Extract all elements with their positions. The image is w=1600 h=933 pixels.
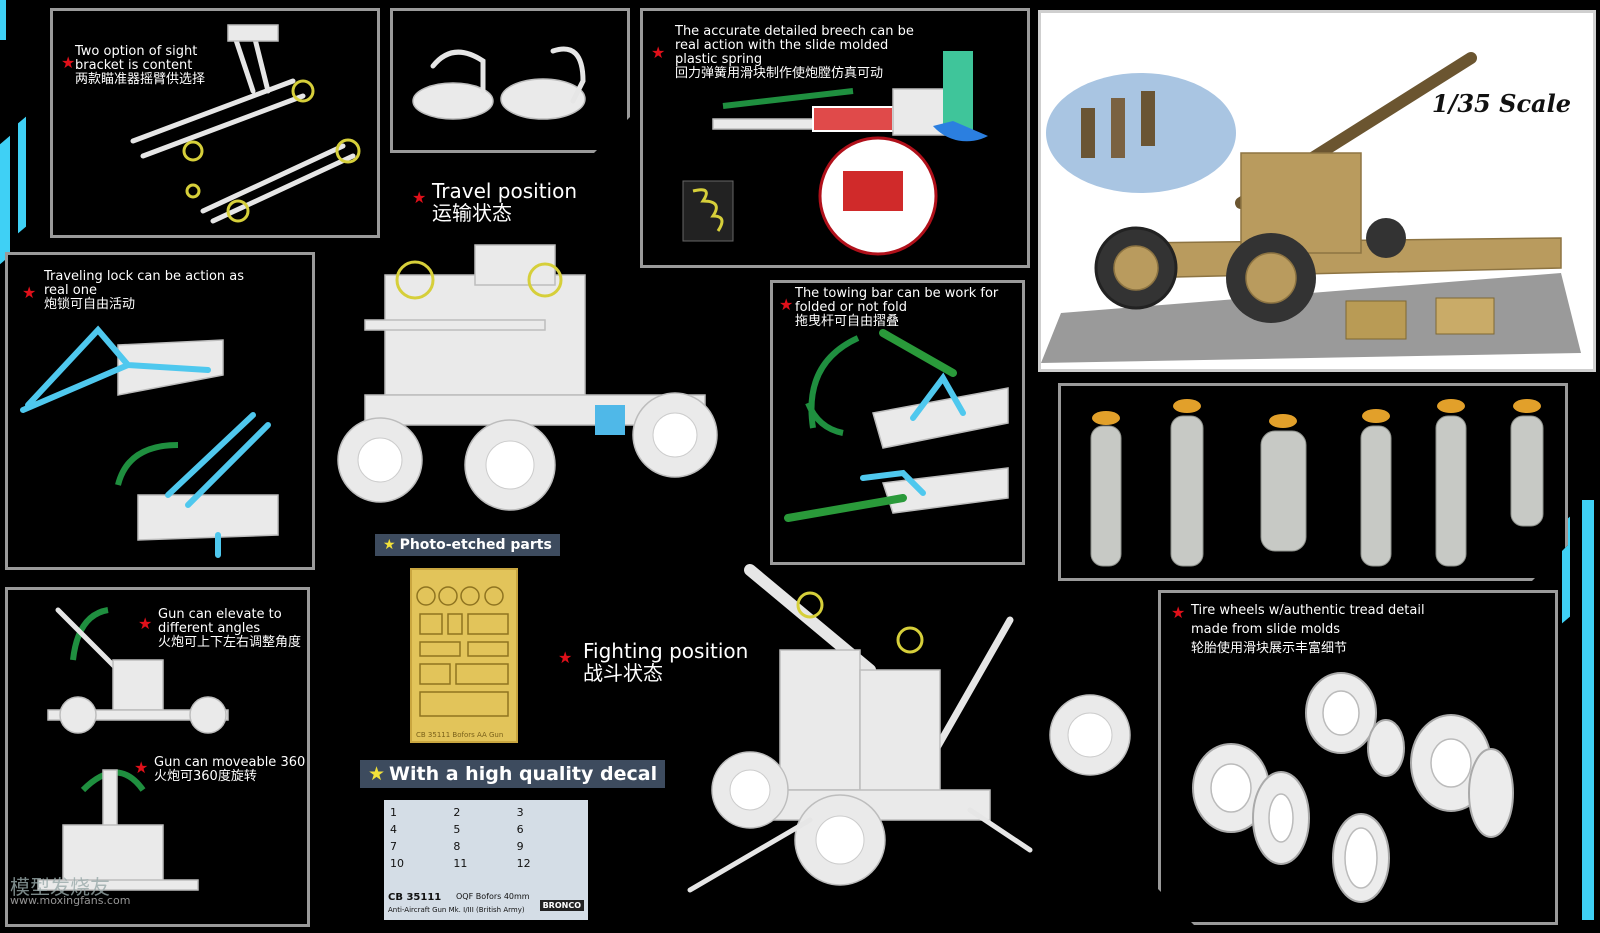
pe-code: CB 35111 Bofors AA Gun	[416, 731, 504, 739]
panel-breech: ★ The accurate detailed breech can be re…	[640, 8, 1030, 268]
decal-label: ★ With a high quality decal	[360, 760, 666, 788]
tires-caption: Tire wheels w/authentic tread detail mad…	[1191, 603, 1425, 656]
decal-number: 3	[516, 806, 524, 819]
decal-subtitle: Anti-Aircraft Gun Mk. I/III (British Arm…	[388, 906, 525, 914]
sight-bracket-caption: Two option of sight bracket is content 两…	[75, 44, 206, 87]
panel-tire-wheels: ★ Tire wheels w/authentic tread detail m…	[1158, 590, 1558, 925]
tire-wheels-illustration	[1161, 593, 1558, 925]
panel-seats	[390, 8, 630, 153]
photo-etched-parts-illustration	[416, 586, 509, 717]
left-stripe-2	[18, 116, 26, 234]
bofors-painted-illustration	[1041, 52, 1581, 363]
breech-caption: The accurate detailed breech can be real…	[675, 24, 914, 81]
decal-number: 1	[390, 806, 397, 819]
rotate-caption: Gun can moveable 360 火炮可360度旋转	[154, 755, 306, 784]
star-icon: ★	[134, 758, 149, 777]
decal-number: 12	[516, 857, 531, 870]
decal-number: 5	[453, 823, 461, 836]
panel-elevate-rotate: ★ Gun can elevate to different angles 火炮…	[5, 587, 310, 927]
star-icon: ★	[368, 763, 386, 785]
decal-code: CB 35111	[388, 892, 442, 903]
decal-number: 2	[453, 806, 461, 819]
decal-numbers: 1 2 3 4 5 6 7 8 9 10 11 12	[390, 806, 580, 870]
photo-etched-fret: CB 35111 Bofors AA Gun	[410, 568, 518, 743]
panel-sight-bracket: ★ Two option of sight bracket is content…	[50, 8, 380, 238]
decal-number: 8	[453, 840, 461, 853]
bronco-logo: BRONCO	[539, 900, 584, 911]
panel-scale-artwork: 1/35 Scale	[1038, 10, 1596, 372]
decal-title: OQF Bofors 40mm	[456, 892, 530, 901]
fighting-caption: Fighting position 战斗状态	[583, 639, 749, 685]
towing-bar-caption: The towing bar can be work for folded or…	[795, 286, 999, 329]
crew-figures-illustration	[1061, 386, 1568, 581]
star-icon: ★	[651, 43, 666, 62]
panel-towing-bar: ★ The towing bar can be work for folded …	[770, 280, 1025, 565]
decal-number: 10	[390, 857, 404, 870]
elevate-caption: Gun can elevate to different angles 火炮可上…	[158, 607, 302, 650]
star-icon: ★	[1171, 603, 1186, 622]
watermark: 模型发烧友 www.moxingfans.com	[10, 875, 131, 907]
seats-illustration	[393, 11, 630, 153]
left-stripe-1	[0, 135, 10, 265]
fighting-position-gun	[687, 564, 1131, 893]
star-icon: ★	[138, 614, 153, 633]
travel-caption: Travel position 运输状态	[432, 179, 578, 225]
elevate-rotate-illustration	[37, 607, 229, 891]
decal-number: 4	[390, 823, 397, 836]
decal-number: 9	[516, 840, 524, 853]
decal-number: 6	[516, 823, 524, 836]
star-icon: ★	[22, 283, 37, 302]
panel-crew-figures	[1058, 383, 1568, 581]
star-icon: ★	[383, 537, 396, 553]
photo-etched-label: ★ Photo-etched parts	[375, 534, 560, 556]
star-icon: ★	[61, 53, 76, 72]
travel-position-gun	[337, 244, 718, 511]
breech-illustration	[682, 51, 988, 256]
decal-number: 11	[453, 857, 468, 870]
right-stripe-1	[1582, 500, 1594, 920]
scale-label: 1/35 Scale	[1431, 89, 1571, 118]
traveling-lock-caption: Traveling lock can be action as real one…	[44, 269, 245, 312]
decal-sheet: 1 2 3 4 5 6 7 8 9 10 11 12 CB 35111 OQF …	[384, 800, 588, 920]
sight-bracket-illustration	[130, 24, 361, 224]
star-icon: ★	[558, 648, 573, 667]
star-icon: ★	[412, 188, 427, 207]
traveling-lock-illustration	[20, 325, 279, 558]
star-icon: ★	[779, 295, 794, 314]
decal-number: 7	[390, 840, 397, 853]
panel-traveling-lock: ★ Traveling lock can be action as real o…	[5, 252, 315, 570]
left-stripe-3	[0, 0, 6, 40]
towing-bar-illustration	[784, 329, 1009, 522]
